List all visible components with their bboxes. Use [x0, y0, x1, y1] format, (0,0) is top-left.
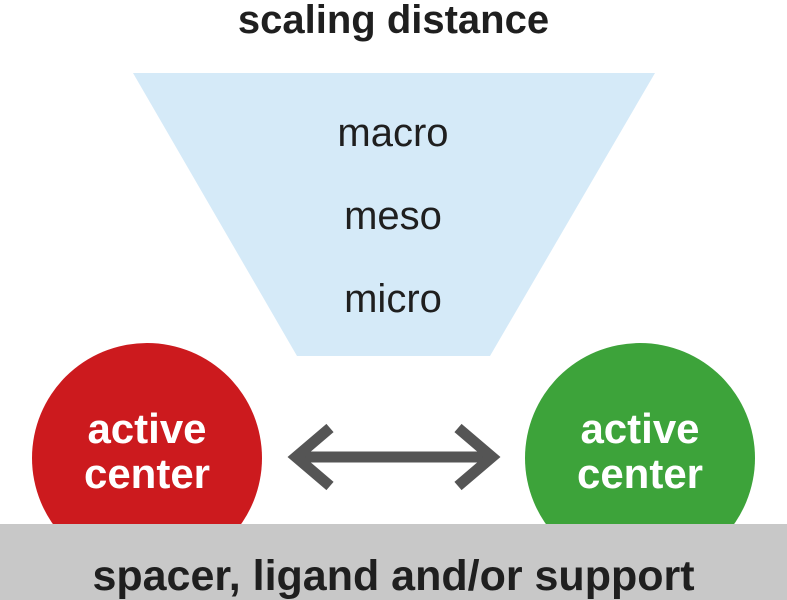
active-center-left-label: active center — [84, 406, 210, 496]
active-center-left-line2: center — [83, 450, 211, 497]
funnel-shape — [133, 73, 655, 356]
scale-label-macro: macro — [337, 111, 449, 155]
arrow-head-left — [287, 423, 334, 491]
scale-label-micro: micro — [344, 277, 442, 321]
active-center-right-label: active center — [577, 406, 703, 496]
support-base-label: spacer, ligand and/or support — [92, 552, 695, 600]
diagram-title: scaling distance — [237, 0, 550, 42]
active-center-right-line2: center — [576, 450, 704, 497]
active-center-left-line1: active — [87, 405, 207, 452]
scale-label-meso: meso — [344, 194, 442, 238]
active-center-right-line1: active — [580, 405, 700, 452]
support-base: spacer, ligand and/or support — [0, 524, 787, 600]
arrow-head-right — [454, 423, 501, 491]
